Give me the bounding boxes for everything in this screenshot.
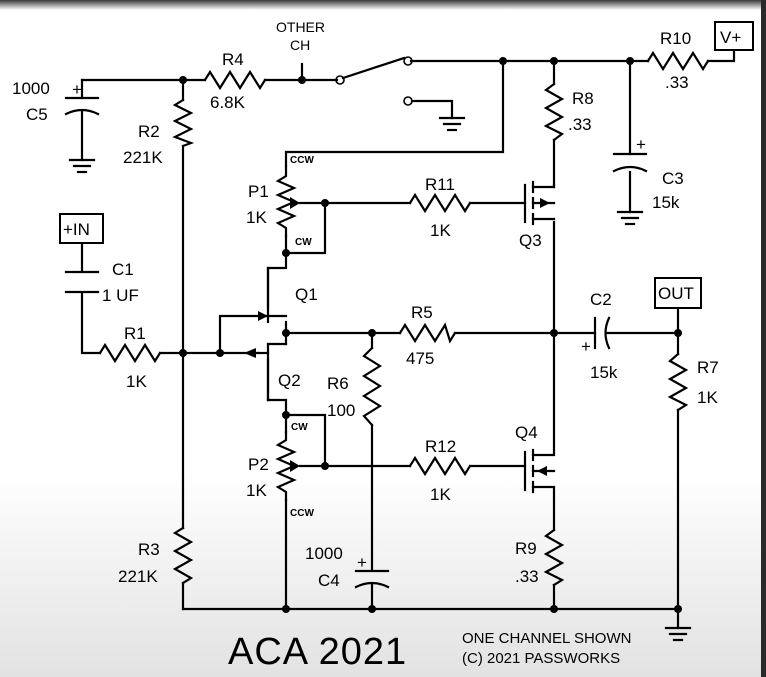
- r1-value: 1K: [126, 372, 147, 391]
- r11-name: R11: [425, 175, 455, 194]
- r5-value: 475: [406, 349, 434, 368]
- c3-name: C3: [662, 169, 684, 188]
- selector-switch: OTHER CH: [276, 19, 454, 120]
- ground-switch: [438, 116, 466, 132]
- port-out: OUT: [654, 277, 702, 309]
- c5-name: C5: [26, 105, 48, 124]
- r7-name: R7: [697, 358, 719, 377]
- r2-value: 221K: [123, 148, 163, 167]
- ground-main: [664, 626, 692, 642]
- p2-cw-mark: CW: [291, 422, 308, 433]
- resistor-r9: R9 .33: [515, 528, 565, 587]
- r8-name: R8: [572, 89, 594, 108]
- r10-name: R10: [660, 29, 691, 48]
- r9-value: .33: [515, 567, 539, 586]
- potentiometer-p1: P1 1K CCW CW: [246, 155, 314, 248]
- capacitor-c5: + 1000 C5: [12, 79, 100, 124]
- r12-value: 1K: [430, 485, 451, 504]
- r7-value: 1K: [697, 388, 718, 407]
- c1-value: 1 UF: [102, 286, 139, 305]
- capacitor-c4: + 1000 C4: [305, 544, 390, 590]
- r4-name: R4: [222, 50, 244, 69]
- ground-symbols: [68, 116, 692, 642]
- c5-polarity: +: [72, 80, 82, 99]
- c3-value: 15k: [652, 193, 680, 212]
- potentiometer-p2: P2 1K CW CCW: [246, 422, 314, 519]
- p1-name: P1: [248, 182, 269, 201]
- c2-value: 15k: [590, 363, 618, 382]
- window-right-edge: [761, 0, 766, 677]
- transistor-q2: Q2: [244, 342, 301, 402]
- r10-value: .33: [665, 73, 689, 92]
- r12-name: R12: [425, 437, 456, 456]
- transistor-q1: Q1: [258, 266, 318, 324]
- r6-name: R6: [327, 374, 349, 393]
- r8-value: .33: [568, 115, 592, 134]
- resistor-r2: R2 221K: [123, 98, 195, 167]
- in-label: +IN: [63, 220, 90, 239]
- c4-value: 1000: [305, 544, 343, 563]
- r4-value: 6.8K: [210, 93, 246, 112]
- p1-cw-mark: CW: [295, 237, 312, 248]
- credit-line-2: (C) 2021 PASSWORKS: [462, 650, 620, 667]
- q2-name: Q2: [278, 371, 301, 390]
- p1-ccw-mark: CCW: [290, 155, 314, 166]
- r9-name: R9: [515, 539, 537, 558]
- port-in: +IN: [59, 213, 104, 244]
- resistor-r7: R7 1K: [667, 352, 719, 412]
- out-label: OUT: [658, 284, 694, 303]
- q1-name: Q1: [295, 285, 318, 304]
- r2-name: R2: [138, 122, 160, 141]
- resistor-r3: R3 221K: [118, 526, 194, 586]
- resistor-r6: R6 100: [327, 346, 383, 427]
- r5-name: R5: [411, 303, 433, 322]
- c4-name: C4: [318, 571, 340, 590]
- resistor-r4: R4 6.8K: [203, 50, 267, 112]
- c2-polarity: +: [581, 337, 591, 356]
- r3-value: 221K: [118, 567, 158, 586]
- p1-value: 1K: [246, 208, 267, 227]
- r1-name: R1: [124, 324, 146, 343]
- resistor-r5: R5 475: [398, 303, 457, 368]
- resistor-r1: R1 1K: [98, 324, 162, 391]
- wires: [80, 48, 736, 630]
- q4-name: Q4: [515, 423, 538, 442]
- junctions: [179, 57, 682, 613]
- resistor-r12: R12 1K: [408, 437, 472, 504]
- q3-name: Q3: [519, 231, 542, 250]
- capacitor-c1: C1 1 UF: [64, 260, 139, 305]
- resistor-r11: R11 1K: [408, 175, 472, 240]
- p2-value: 1K: [246, 481, 267, 500]
- switch-label-line1: OTHER: [276, 19, 325, 35]
- resistor-r10: R10 .33: [646, 29, 710, 92]
- capacitor-c2: + C2 15k: [581, 290, 618, 382]
- switch-label-line2: CH: [290, 37, 310, 53]
- vplus-label: V+: [720, 28, 741, 47]
- c3-polarity: +: [636, 135, 646, 154]
- window-top-edge: [0, 0, 766, 10]
- capacitor-c3: + C3 15k: [612, 135, 684, 212]
- credit-line-1: ONE CHANNEL SHOWN: [462, 630, 631, 647]
- ground-c3: [616, 210, 644, 226]
- c2-name: C2: [590, 290, 612, 309]
- p2-ccw-mark: CCW: [290, 508, 314, 519]
- r3-name: R3: [138, 540, 160, 559]
- port-vplus: V+: [714, 21, 754, 51]
- transistor-q3: Q3: [519, 180, 556, 250]
- transistor-q4: Q4: [515, 423, 556, 494]
- c5-value: 1000: [12, 79, 50, 98]
- schematic-title: ACA 2021: [228, 631, 407, 673]
- ground-c5: [68, 158, 96, 174]
- c1-name: C1: [112, 260, 134, 279]
- r11-value: 1K: [430, 221, 451, 240]
- resistor-r8: R8 .33: [543, 82, 594, 142]
- p2-name: P2: [248, 455, 269, 474]
- r6-value: 100: [327, 401, 355, 420]
- c4-polarity: +: [357, 553, 367, 572]
